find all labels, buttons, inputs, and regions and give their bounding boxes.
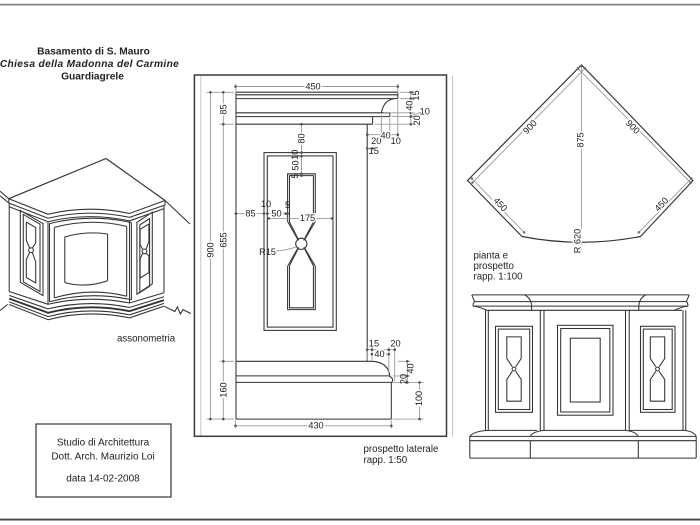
svg-text:450: 450 [491,195,509,213]
svg-text:10: 10 [261,199,271,209]
svg-text:80: 80 [297,133,307,143]
svg-text:20: 20 [412,115,422,125]
svg-text:15: 15 [369,338,379,348]
svg-text:100: 100 [414,391,424,406]
svg-text:50: 50 [271,208,281,218]
svg-text:prospetto: prospetto [474,261,514,272]
svg-text:85: 85 [218,104,228,114]
svg-text:rapp. 1:50: rapp. 1:50 [364,455,408,466]
svg-text:10: 10 [290,150,300,160]
svg-text:875: 875 [575,132,585,147]
svg-text:450: 450 [653,195,671,213]
svg-text:15: 15 [411,90,421,100]
svg-text:85: 85 [245,208,255,218]
svg-text:430: 430 [308,421,323,431]
svg-text:Chiesa della Madonna del Carmi: Chiesa della Madonna del Carmine [0,59,179,70]
svg-text:175: 175 [300,213,315,223]
svg-text:40: 40 [406,363,416,373]
svg-text:450: 450 [305,81,320,91]
svg-text:40: 40 [404,101,414,111]
svg-text:R 620: R 620 [572,229,582,254]
svg-text:5: 5 [285,200,290,210]
svg-text:assonometria: assonometria [117,334,176,345]
svg-text:20: 20 [398,374,408,384]
svg-text:pianta e: pianta e [474,251,508,262]
svg-text:5: 5 [290,173,300,178]
svg-text:10: 10 [420,106,430,116]
svg-text:R15: R15 [259,247,276,257]
svg-text:655: 655 [218,232,228,247]
svg-text:rapp. 1:100: rapp. 1:100 [474,272,524,283]
svg-text:Basamento di S. Mauro: Basamento di S. Mauro [37,47,150,58]
svg-text:10: 10 [391,136,401,146]
svg-text:900: 900 [624,118,642,136]
svg-text:Studio di Architettura: Studio di Architettura [57,438,150,449]
svg-text:900: 900 [521,118,539,136]
svg-text:160: 160 [218,382,228,397]
svg-text:20: 20 [390,338,400,348]
svg-text:50: 50 [291,160,301,170]
svg-text:40: 40 [380,130,390,140]
svg-text:data 14-02-2008: data 14-02-2008 [66,474,140,485]
svg-text:15: 15 [369,146,379,156]
svg-text:Dott. Arch. Maurizio Loi: Dott. Arch. Maurizio Loi [51,452,154,463]
svg-text:900: 900 [205,242,215,257]
svg-text:20: 20 [371,136,381,146]
svg-text:prospetto laterale: prospetto laterale [364,444,439,455]
svg-text:Guardiagrele: Guardiagrele [61,72,124,83]
svg-text:40: 40 [374,349,384,359]
